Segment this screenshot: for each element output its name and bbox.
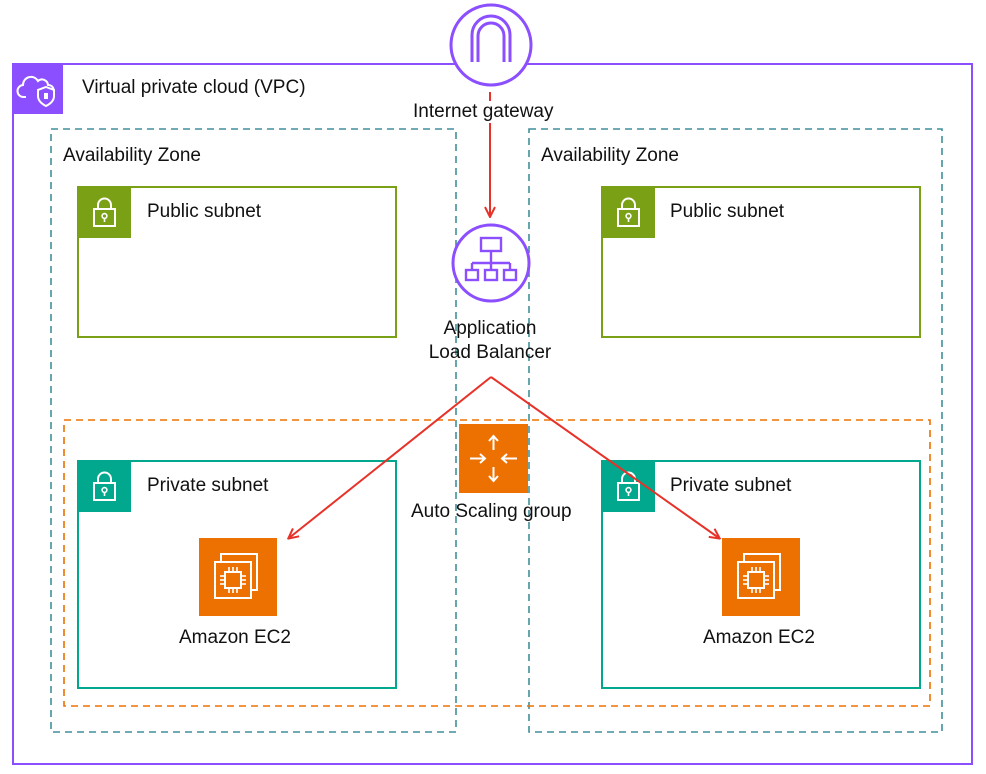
- auto-scaling-icon: [459, 424, 528, 493]
- internet-gateway-icon: [448, 2, 534, 88]
- application-load-balancer-icon: [450, 222, 532, 304]
- lock-icon: [78, 461, 131, 512]
- load-balancer-label-line1: Application: [443, 318, 537, 339]
- ec2-left-label: Amazon EC2: [179, 627, 291, 648]
- ec2-right-label: Amazon EC2: [703, 627, 815, 648]
- ec2-chip-icon: [722, 538, 800, 616]
- vpc-label: Virtual private cloud (VPC): [82, 77, 306, 98]
- availability-zone-right-label: Availability Zone: [541, 145, 680, 166]
- public-subnet-left-label: Public subnet: [147, 201, 262, 222]
- availability-zone-right-boundary: [528, 128, 943, 733]
- availability-zone-left-label: Availability Zone: [63, 145, 202, 166]
- load-balancer-to-ec2-right-arrow: [490, 376, 719, 538]
- public-subnet-right-boundary: [601, 186, 921, 338]
- internet-gateway-label: Internet gateway: [413, 101, 554, 123]
- ec2-chip-icon: [199, 538, 277, 616]
- auto-scaling-group-label: Auto Scaling group: [411, 501, 572, 522]
- auto-scaling-group-boundary: [63, 419, 931, 707]
- public-subnet-left-boundary: [77, 186, 397, 338]
- cloud-shield-icon: [13, 64, 63, 114]
- lock-icon: [78, 187, 131, 238]
- private-subnet-left-boundary: [77, 460, 397, 689]
- private-subnet-left-label: Private subnet: [147, 475, 269, 496]
- public-subnet-right-label: Public subnet: [670, 201, 785, 222]
- private-subnet-right-boundary: [601, 460, 921, 689]
- load-balancer-label-line2: Load Balancer: [428, 342, 552, 363]
- private-subnet-right-label: Private subnet: [670, 475, 792, 496]
- load-balancer-to-ec2-left-arrow: [289, 376, 492, 538]
- lock-icon: [602, 187, 655, 238]
